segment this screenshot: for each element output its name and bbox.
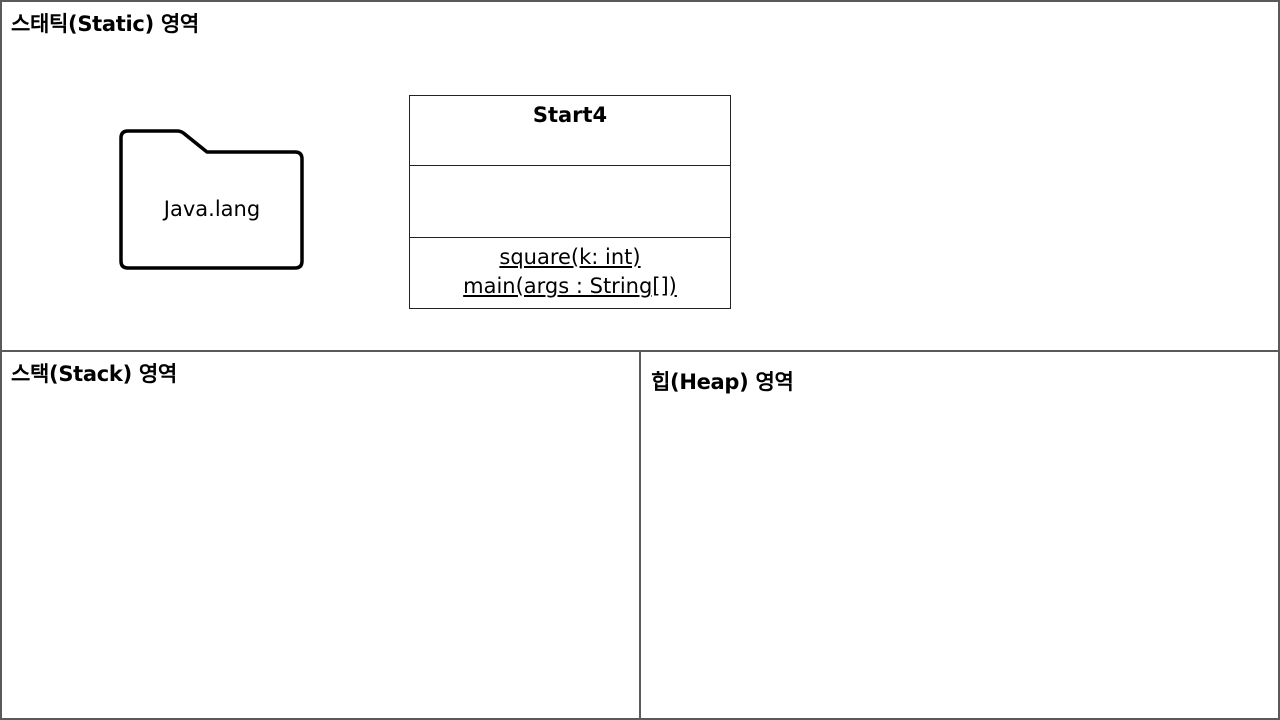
operation-main: main(args : String[]) <box>463 274 677 298</box>
class-name-section: Start4 <box>410 96 730 166</box>
class-operations-section: square(k: int) main(args : String[]) <box>410 238 730 308</box>
static-region-title: 스태틱(Static) 영역 <box>11 12 199 36</box>
stack-region: 스택(Stack) 영역 <box>0 350 641 720</box>
java-lang-package: Java.lang <box>119 129 305 270</box>
folder-icon <box>119 129 304 270</box>
stack-region-title: 스택(Stack) 영역 <box>11 362 177 386</box>
package-name: Java.lang <box>163 197 261 221</box>
class-name: Start4 <box>532 103 608 127</box>
heap-region-title: 힙(Heap) 영역 <box>651 370 794 394</box>
static-region: 스태틱(Static) 영역 Java.lang Start4 square(k… <box>0 0 1280 352</box>
heap-region: 힙(Heap) 영역 <box>639 350 1280 720</box>
operation-square: square(k: int) <box>499 245 641 269</box>
class-start4: Start4 square(k: int) main(args : String… <box>409 95 731 309</box>
class-attributes-section <box>410 166 730 238</box>
